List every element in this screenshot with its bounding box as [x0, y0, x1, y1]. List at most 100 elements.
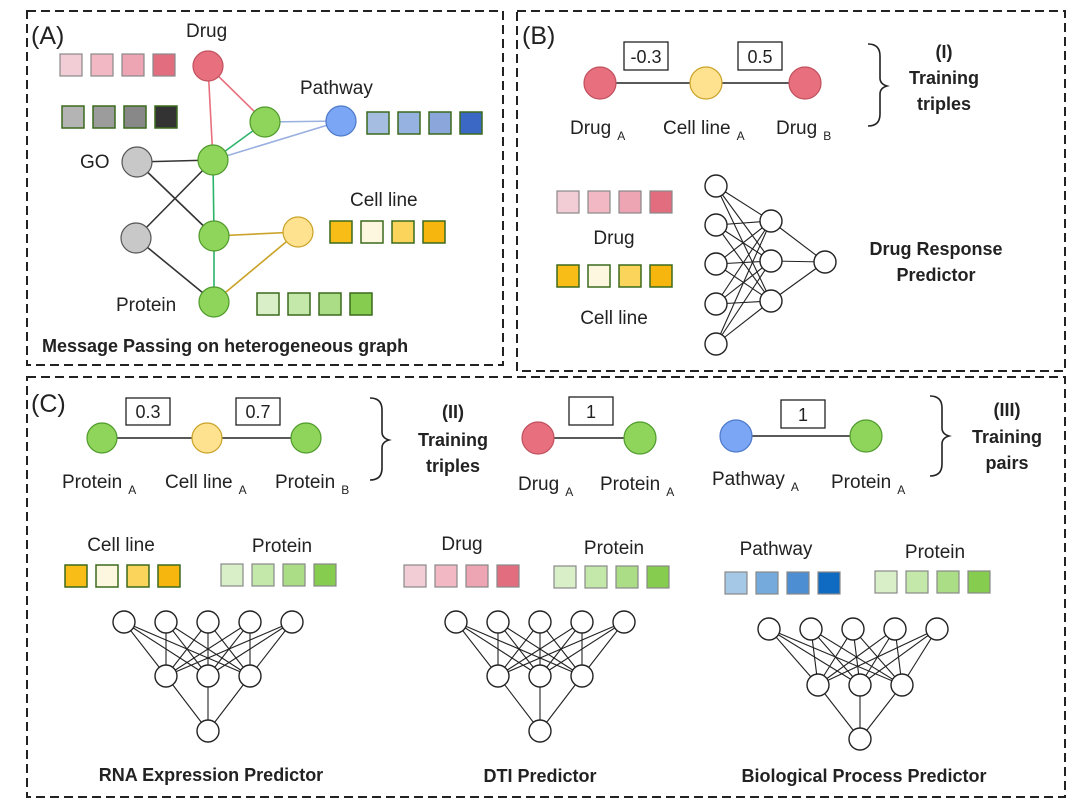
pathway-input-label: Pathway — [740, 539, 813, 560]
panel-a-letter: (A) — [31, 22, 64, 50]
protein-node — [86, 422, 118, 454]
panel-a-caption: Message Passing on heterogeneous graph — [42, 336, 408, 356]
network-neuron — [528, 610, 552, 634]
network-connection — [497, 621, 583, 677]
pathway-node — [325, 105, 357, 137]
network-neuron — [813, 250, 837, 274]
cell-line-input-label: Cell line — [87, 535, 155, 556]
dti-network — [444, 610, 636, 743]
network-connection — [539, 621, 625, 677]
cell-line-node — [689, 66, 723, 100]
brace — [929, 395, 952, 477]
drug-response-network — [704, 174, 837, 356]
drug-node — [583, 66, 617, 100]
edge-value: 1 — [798, 405, 808, 425]
predictor-line1: Drug Response — [869, 239, 1002, 259]
protein-node — [849, 419, 883, 453]
network-neuron — [704, 213, 728, 237]
network-neuron — [704, 332, 728, 356]
protein-node — [198, 286, 230, 318]
drug-input-label: Drug — [441, 534, 482, 555]
cell-line-feature-squares — [329, 220, 446, 244]
cell-line-label: Cell line — [350, 190, 418, 211]
pathway-label: Pathway — [300, 78, 373, 99]
network-neuron — [848, 673, 872, 697]
network-neuron — [444, 610, 468, 634]
cell-line-node — [191, 422, 223, 454]
cell-line-input-label: Cell line — [580, 308, 648, 329]
training-roman: (I) — [936, 42, 953, 62]
network-neuron — [280, 610, 304, 634]
network-connection — [715, 220, 772, 345]
training-line1: Training — [418, 430, 488, 450]
panel-b-letter: (B) — [522, 22, 555, 50]
brace — [867, 43, 890, 127]
drug-node — [788, 66, 822, 100]
protein-input-label: Protein — [905, 542, 965, 563]
drug-feature-squares — [403, 564, 520, 588]
training-line1: Training — [972, 427, 1042, 447]
network-neuron — [570, 664, 594, 688]
network-neuron — [528, 664, 552, 688]
network-neuron — [154, 664, 178, 688]
network-neuron — [486, 664, 510, 688]
network-neuron — [528, 719, 552, 743]
edge-value: 0.7 — [245, 402, 270, 422]
edge-value-box — [623, 41, 669, 71]
pathway-feature-squares — [366, 111, 483, 135]
network-neuron — [925, 617, 949, 641]
edge-value: 1 — [586, 402, 596, 422]
drug-node — [192, 50, 224, 82]
network-neuron — [238, 664, 262, 688]
network-neuron — [799, 617, 823, 641]
network-connection — [715, 220, 772, 305]
network-neuron — [883, 617, 907, 641]
pathway-node — [719, 419, 753, 453]
training-line2: triples — [426, 456, 480, 476]
cell-line-feature-squares — [556, 264, 673, 288]
network-connection — [768, 628, 819, 686]
network-connection — [715, 260, 772, 345]
network-connection — [165, 621, 251, 677]
network-connection — [497, 621, 625, 677]
network-neuron — [759, 209, 783, 233]
network-neuron — [757, 617, 781, 641]
network-neuron — [612, 610, 636, 634]
network-neuron — [196, 664, 220, 688]
network-neuron — [759, 249, 783, 273]
network-neuron — [759, 289, 783, 313]
network-neuron — [704, 292, 728, 316]
drug-label: Drug — [186, 21, 227, 42]
brace — [369, 397, 392, 481]
network-neuron — [238, 610, 262, 634]
go-node — [121, 146, 153, 178]
network-neuron — [196, 610, 220, 634]
network-connection — [817, 628, 938, 686]
drug-node — [521, 421, 555, 455]
edge-value-box — [125, 397, 171, 426]
biological-process-network — [757, 617, 949, 751]
network-neuron — [196, 719, 220, 743]
panel-c-frame — [26, 376, 1066, 798]
protein-feature-squares — [220, 563, 337, 587]
protein-node — [249, 106, 281, 138]
edge-value-box — [235, 397, 281, 426]
network-neuron — [154, 610, 178, 634]
dti-predictor-label: DTI Predictor — [483, 766, 596, 786]
training-roman: (III) — [994, 400, 1021, 420]
network-neuron — [841, 617, 865, 641]
go-label: GO — [80, 152, 110, 173]
drug-feature-squares — [59, 53, 176, 77]
network-neuron — [486, 610, 510, 634]
network-neuron — [704, 174, 728, 198]
go-node — [120, 222, 152, 254]
edge-value-box — [568, 396, 614, 426]
network-neuron — [112, 610, 136, 634]
